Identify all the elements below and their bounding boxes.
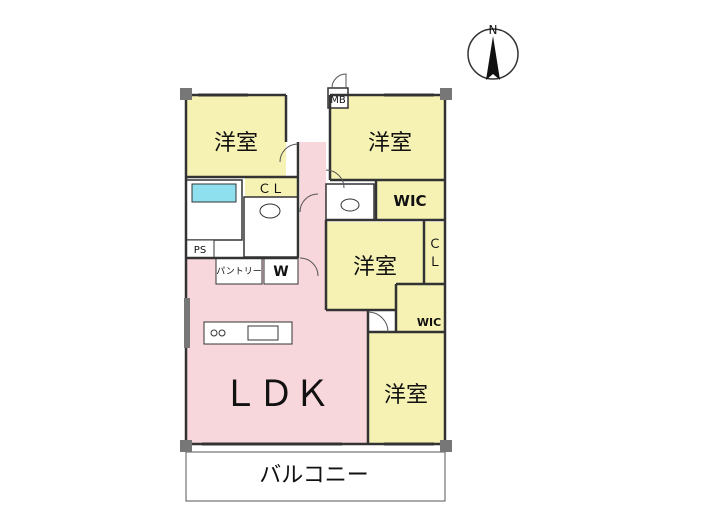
balcony-label: バルコニー bbox=[259, 463, 369, 488]
cl-side-label-l: Ｌ bbox=[428, 255, 441, 270]
wic-upper-area bbox=[376, 180, 445, 220]
toilet-icon bbox=[340, 198, 360, 212]
north-arrow-icon bbox=[486, 36, 500, 80]
mb-area bbox=[327, 87, 349, 109]
doors bbox=[279, 73, 389, 333]
western-room-nw-label: 洋室 bbox=[214, 131, 258, 156]
stove-burner-icon bbox=[218, 329, 226, 337]
wic-lower-label: WIC bbox=[417, 316, 441, 329]
cl-side-label-c: Ｃ bbox=[428, 237, 441, 252]
cl-top-label: ＣＬ bbox=[258, 182, 284, 197]
w-label: W bbox=[273, 264, 288, 280]
cl-top-area bbox=[245, 177, 298, 197]
compass-label: N bbox=[489, 23, 498, 37]
pillar bbox=[440, 88, 452, 100]
stove-burner-icon bbox=[210, 329, 218, 337]
western-room-se bbox=[368, 332, 445, 444]
western-room-nw bbox=[186, 95, 286, 177]
western-room-se-label: 洋室 bbox=[384, 383, 428, 408]
ldk-wall-column bbox=[184, 298, 190, 348]
pantry-label: パントリー bbox=[216, 266, 261, 277]
toilet-area bbox=[325, 183, 375, 221]
w-area bbox=[263, 257, 299, 285]
compass-circle bbox=[467, 28, 519, 80]
pillar bbox=[180, 88, 192, 100]
western-room-ne-label: 洋室 bbox=[368, 131, 412, 156]
mb-label: MB bbox=[330, 95, 346, 106]
ldk-label: ＬＤＫ bbox=[222, 374, 330, 415]
pantry-area bbox=[215, 257, 263, 285]
windows bbox=[198, 93, 434, 446]
corridor bbox=[300, 142, 326, 312]
kitchen-sink-icon bbox=[247, 325, 279, 341]
wic-upper-label: WIC bbox=[393, 192, 426, 210]
balcony-area bbox=[185, 451, 446, 502]
wic-lower-area bbox=[396, 284, 445, 332]
bathtub-icon bbox=[191, 183, 237, 203]
ps-label: PS bbox=[194, 245, 206, 256]
cl-side-area bbox=[424, 222, 445, 284]
pillar bbox=[180, 440, 192, 452]
sink-icon bbox=[259, 203, 281, 219]
western-room-center-label: 洋室 bbox=[353, 255, 397, 280]
compass: N bbox=[467, 23, 519, 80]
pillar bbox=[440, 440, 452, 452]
washroom-area bbox=[243, 196, 299, 258]
western-room-ne bbox=[330, 95, 445, 180]
